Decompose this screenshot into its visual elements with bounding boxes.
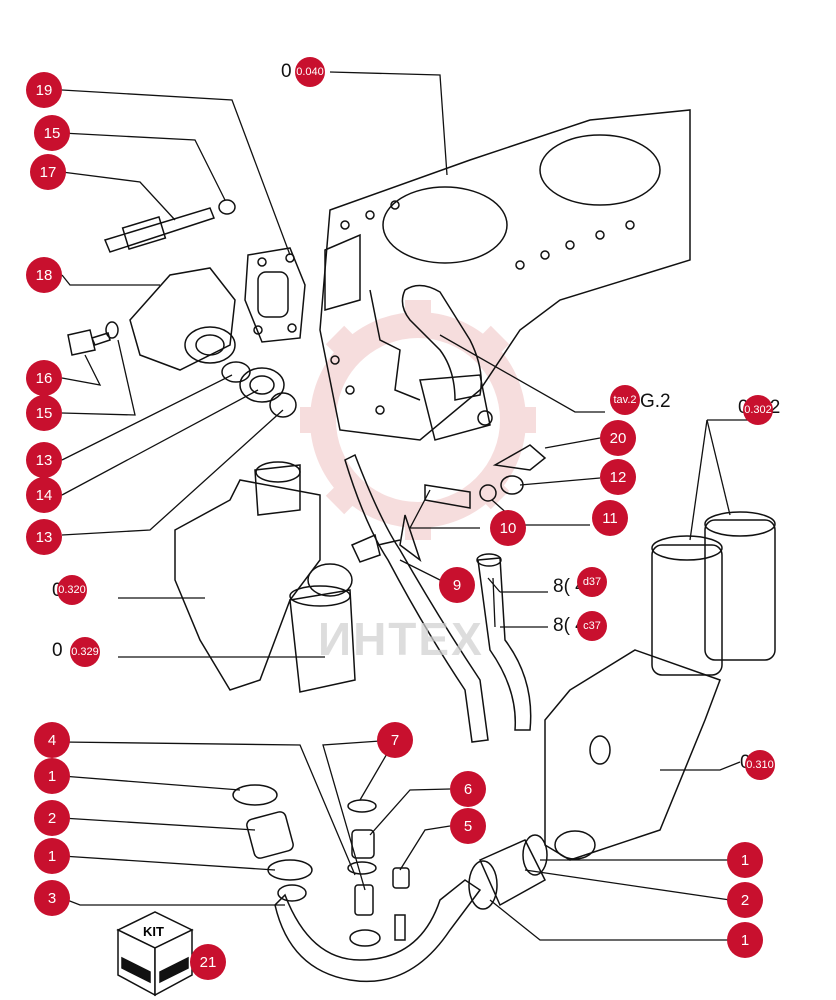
thermostat-14 <box>239 367 285 403</box>
ring-13-upper <box>221 361 251 383</box>
nut-12 <box>500 475 524 495</box>
callout-13-lower[interactable]: 13 <box>26 519 62 555</box>
callout-16[interactable]: 16 <box>26 360 62 396</box>
callout-6[interactable]: 6 <box>450 771 486 807</box>
callout-15-top[interactable]: 15 <box>34 115 70 151</box>
callout-3[interactable]: 3 <box>34 880 70 916</box>
ref-badge-tav[interactable]: tav.2 <box>610 385 640 415</box>
ref-badge-8a[interactable]: d37 <box>577 567 607 597</box>
ref-text-0329: 0 <box>52 640 63 661</box>
ref-badge-8b[interactable]: c37 <box>577 611 607 641</box>
ref-badge-0320[interactable]: 0.320 <box>57 575 87 605</box>
hose-3 <box>274 879 482 983</box>
bracket <box>399 514 422 563</box>
thermostat-housing-18 <box>129 267 236 371</box>
callout-20[interactable]: 20 <box>600 420 636 456</box>
coolant-elbow-pipe <box>401 284 493 441</box>
ref-text-tav: G.2 <box>640 391 671 412</box>
washer-11 <box>479 484 497 502</box>
callout-17[interactable]: 17 <box>30 154 66 190</box>
callout-13-upper[interactable]: 13 <box>26 442 62 478</box>
washer-15-lower <box>105 321 119 339</box>
ref-badge-0302[interactable]: 0.302 <box>743 395 773 425</box>
callout-9[interactable]: 9 <box>439 567 475 603</box>
watermark-text: ИНТЕХ <box>318 613 484 665</box>
oil-filter-0329 <box>289 585 356 693</box>
callout-2-b[interactable]: 2 <box>727 882 763 918</box>
ref-text-0040: 0 <box>281 61 292 82</box>
callout-2-a[interactable]: 2 <box>34 800 70 836</box>
valve-stack-7-6 <box>347 799 377 916</box>
fitting-5 <box>392 867 410 889</box>
gear-watermark-logo <box>300 300 536 540</box>
pipe-8-lower <box>477 557 532 731</box>
callout-1-c[interactable]: 1 <box>727 842 763 878</box>
callout-1-a[interactable]: 1 <box>34 758 70 794</box>
callout-7[interactable]: 7 <box>377 722 413 758</box>
ref-badge-0310[interactable]: 0.310 <box>745 750 775 780</box>
washer-15-top <box>218 199 236 215</box>
callout-21[interactable]: 21 <box>190 944 226 980</box>
kit-box-icon <box>116 911 194 997</box>
callout-12[interactable]: 12 <box>600 459 636 495</box>
oil-cooler-0310 <box>544 649 721 861</box>
callout-10[interactable]: 10 <box>490 510 526 546</box>
callout-14[interactable]: 14 <box>26 477 62 513</box>
ref-badge-0040[interactable]: 0.040 <box>295 57 325 87</box>
flange-10 <box>424 484 471 509</box>
clamp-1-c <box>468 860 498 910</box>
engine-block <box>319 109 691 441</box>
hose-sleeve-2-right <box>479 839 546 907</box>
hose-sleeve-2-left <box>246 811 294 859</box>
kit-box-label: KIT <box>143 924 164 939</box>
bolt-17 <box>103 207 215 253</box>
clamp-1-d <box>522 834 548 876</box>
leader-lines <box>61 71 757 941</box>
callout-1-b[interactable]: 1 <box>34 838 70 874</box>
callout-5[interactable]: 5 <box>450 808 486 844</box>
callout-1-d[interactable]: 1 <box>727 922 763 958</box>
bolt-16 <box>67 329 111 356</box>
callout-11[interactable]: 11 <box>592 500 628 536</box>
ref-badge-0329[interactable]: 0.329 <box>70 637 100 667</box>
ring-13-lower <box>269 392 297 418</box>
callout-4[interactable]: 4 <box>34 722 70 758</box>
callout-19[interactable]: 19 <box>26 72 62 108</box>
bolt-20 <box>492 444 547 471</box>
callout-18[interactable]: 18 <box>26 257 62 293</box>
gasket-19 <box>244 247 306 343</box>
clamp-1-a <box>232 784 278 806</box>
oil-filters-0302 <box>651 511 776 676</box>
bolt-9 <box>350 533 401 563</box>
callout-15-lower[interactable]: 15 <box>26 395 62 431</box>
